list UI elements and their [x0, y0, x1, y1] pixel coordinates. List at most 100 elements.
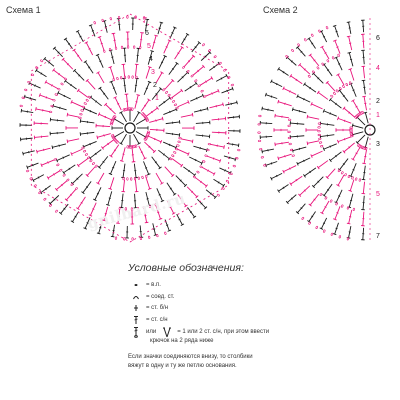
- chain-mark: [315, 225, 319, 229]
- stitch-mark: [346, 226, 352, 239]
- stitch-mark: [162, 141, 178, 150]
- stitch-mark: [164, 78, 175, 90]
- stitch-mark: [363, 136, 369, 149]
- legend-item-combo: или = 1 или 2 ст. с/н, при этом ввести: [128, 326, 269, 338]
- stitch-mark: [65, 126, 79, 130]
- chain-mark: [87, 95, 91, 99]
- stitch-mark: [166, 200, 176, 215]
- stitch-mark: [183, 166, 197, 177]
- stitch-mark: [128, 135, 132, 147]
- stitch-mark: [190, 93, 205, 102]
- chain-mark: [78, 116, 82, 119]
- chain-mark: [341, 204, 344, 208]
- stitch-mark: [83, 217, 91, 230]
- stitch-mark: [316, 160, 329, 170]
- stitch-mark: [58, 203, 69, 215]
- hexagon-outline: [30, 13, 230, 243]
- chain-mark: [257, 131, 261, 134]
- stitch-mark: [76, 158, 89, 168]
- chain-mark: [288, 118, 292, 121]
- stitch-mark: [337, 158, 349, 172]
- stitch-mark: [133, 163, 138, 179]
- stitch-mark: [144, 18, 150, 32]
- stitch-mark: [103, 102, 116, 115]
- chain-mark: [196, 170, 200, 174]
- stitch-mark: [219, 167, 232, 175]
- stitch-mark: [55, 154, 70, 163]
- chain-mark: [174, 147, 178, 151]
- stitch-mark: [225, 100, 238, 106]
- stitch-mark: [351, 123, 364, 129]
- stitch-mark: [296, 94, 311, 103]
- stitch-mark: [131, 17, 135, 31]
- stitch-mark: [163, 39, 172, 54]
- stitch-mark: [322, 183, 333, 197]
- stitch-mark: [342, 142, 355, 154]
- long-double-crochet-icon: [128, 326, 144, 338]
- chain-mark: [358, 178, 361, 182]
- chain-mark: [318, 137, 322, 140]
- chain-mark: [317, 130, 321, 133]
- stitch-mark: [308, 193, 320, 207]
- chain-mark: [169, 157, 173, 161]
- chain-mark: [127, 75, 130, 79]
- chain-mark: [24, 88, 28, 92]
- chain-mark: [176, 144, 180, 147]
- stitch-mark: [171, 158, 184, 168]
- stitch-mark: [285, 194, 297, 205]
- chain-mark: [156, 234, 159, 238]
- chain-mark: [81, 146, 85, 149]
- chain-mark: [60, 82, 64, 86]
- stitch-mark: [96, 71, 105, 84]
- stitch-mark: [96, 172, 105, 185]
- stitch-mark: [333, 39, 341, 54]
- stitch-mark: [32, 174, 45, 183]
- stitch-mark: [111, 32, 117, 48]
- chain-mark: [137, 176, 140, 180]
- chain-mark: [194, 79, 198, 83]
- stitch-mark: [75, 30, 84, 43]
- chain-mark: [40, 59, 44, 63]
- stitch-mark: [88, 202, 97, 217]
- stitch-mark: [307, 211, 316, 223]
- chain-mark: [131, 75, 134, 79]
- stitch-mark: [88, 24, 96, 37]
- chain-mark: [304, 38, 307, 42]
- stitch-mark: [148, 135, 163, 144]
- stitch-mark: [122, 47, 127, 63]
- stitch-mark: [158, 54, 167, 69]
- stitch-mark: [322, 143, 337, 151]
- stitch-mark: [361, 195, 365, 211]
- stitch-mark: [138, 145, 147, 160]
- stitch-mark: [205, 189, 217, 200]
- stitch-mark: [143, 80, 152, 96]
- stitch-mark: [319, 30, 328, 43]
- legend-or: или: [146, 329, 157, 335]
- stitch-mark: [36, 147, 51, 154]
- chain-mark: [173, 103, 177, 107]
- stitch-mark: [82, 106, 98, 115]
- chain-mark: [109, 17, 112, 21]
- stitch-mark: [76, 196, 86, 210]
- stitch-mark: [311, 176, 324, 189]
- stitch-mark: [361, 49, 365, 65]
- stitch-mark: [52, 68, 65, 79]
- chain-mark: [27, 81, 31, 84]
- stitch-mark: [144, 141, 157, 154]
- stitch-mark: [197, 198, 208, 210]
- stitch-mark: [183, 54, 196, 67]
- stitch-mark: [363, 111, 369, 124]
- chain-mark: [177, 140, 181, 143]
- chain-mark: [235, 156, 239, 160]
- chain-mark: [229, 172, 233, 175]
- row-number: 3: [376, 141, 380, 148]
- chain-mark: [349, 81, 352, 85]
- stitch-mark: [133, 111, 141, 123]
- stitch-mark: [195, 134, 211, 139]
- stitch-mark: [125, 225, 129, 239]
- chain-mark: [346, 206, 350, 210]
- stitch-mark: [19, 123, 33, 127]
- stitch-mark: [282, 86, 297, 95]
- legend-item-slip-stitch: = соед. ст.: [128, 293, 174, 301]
